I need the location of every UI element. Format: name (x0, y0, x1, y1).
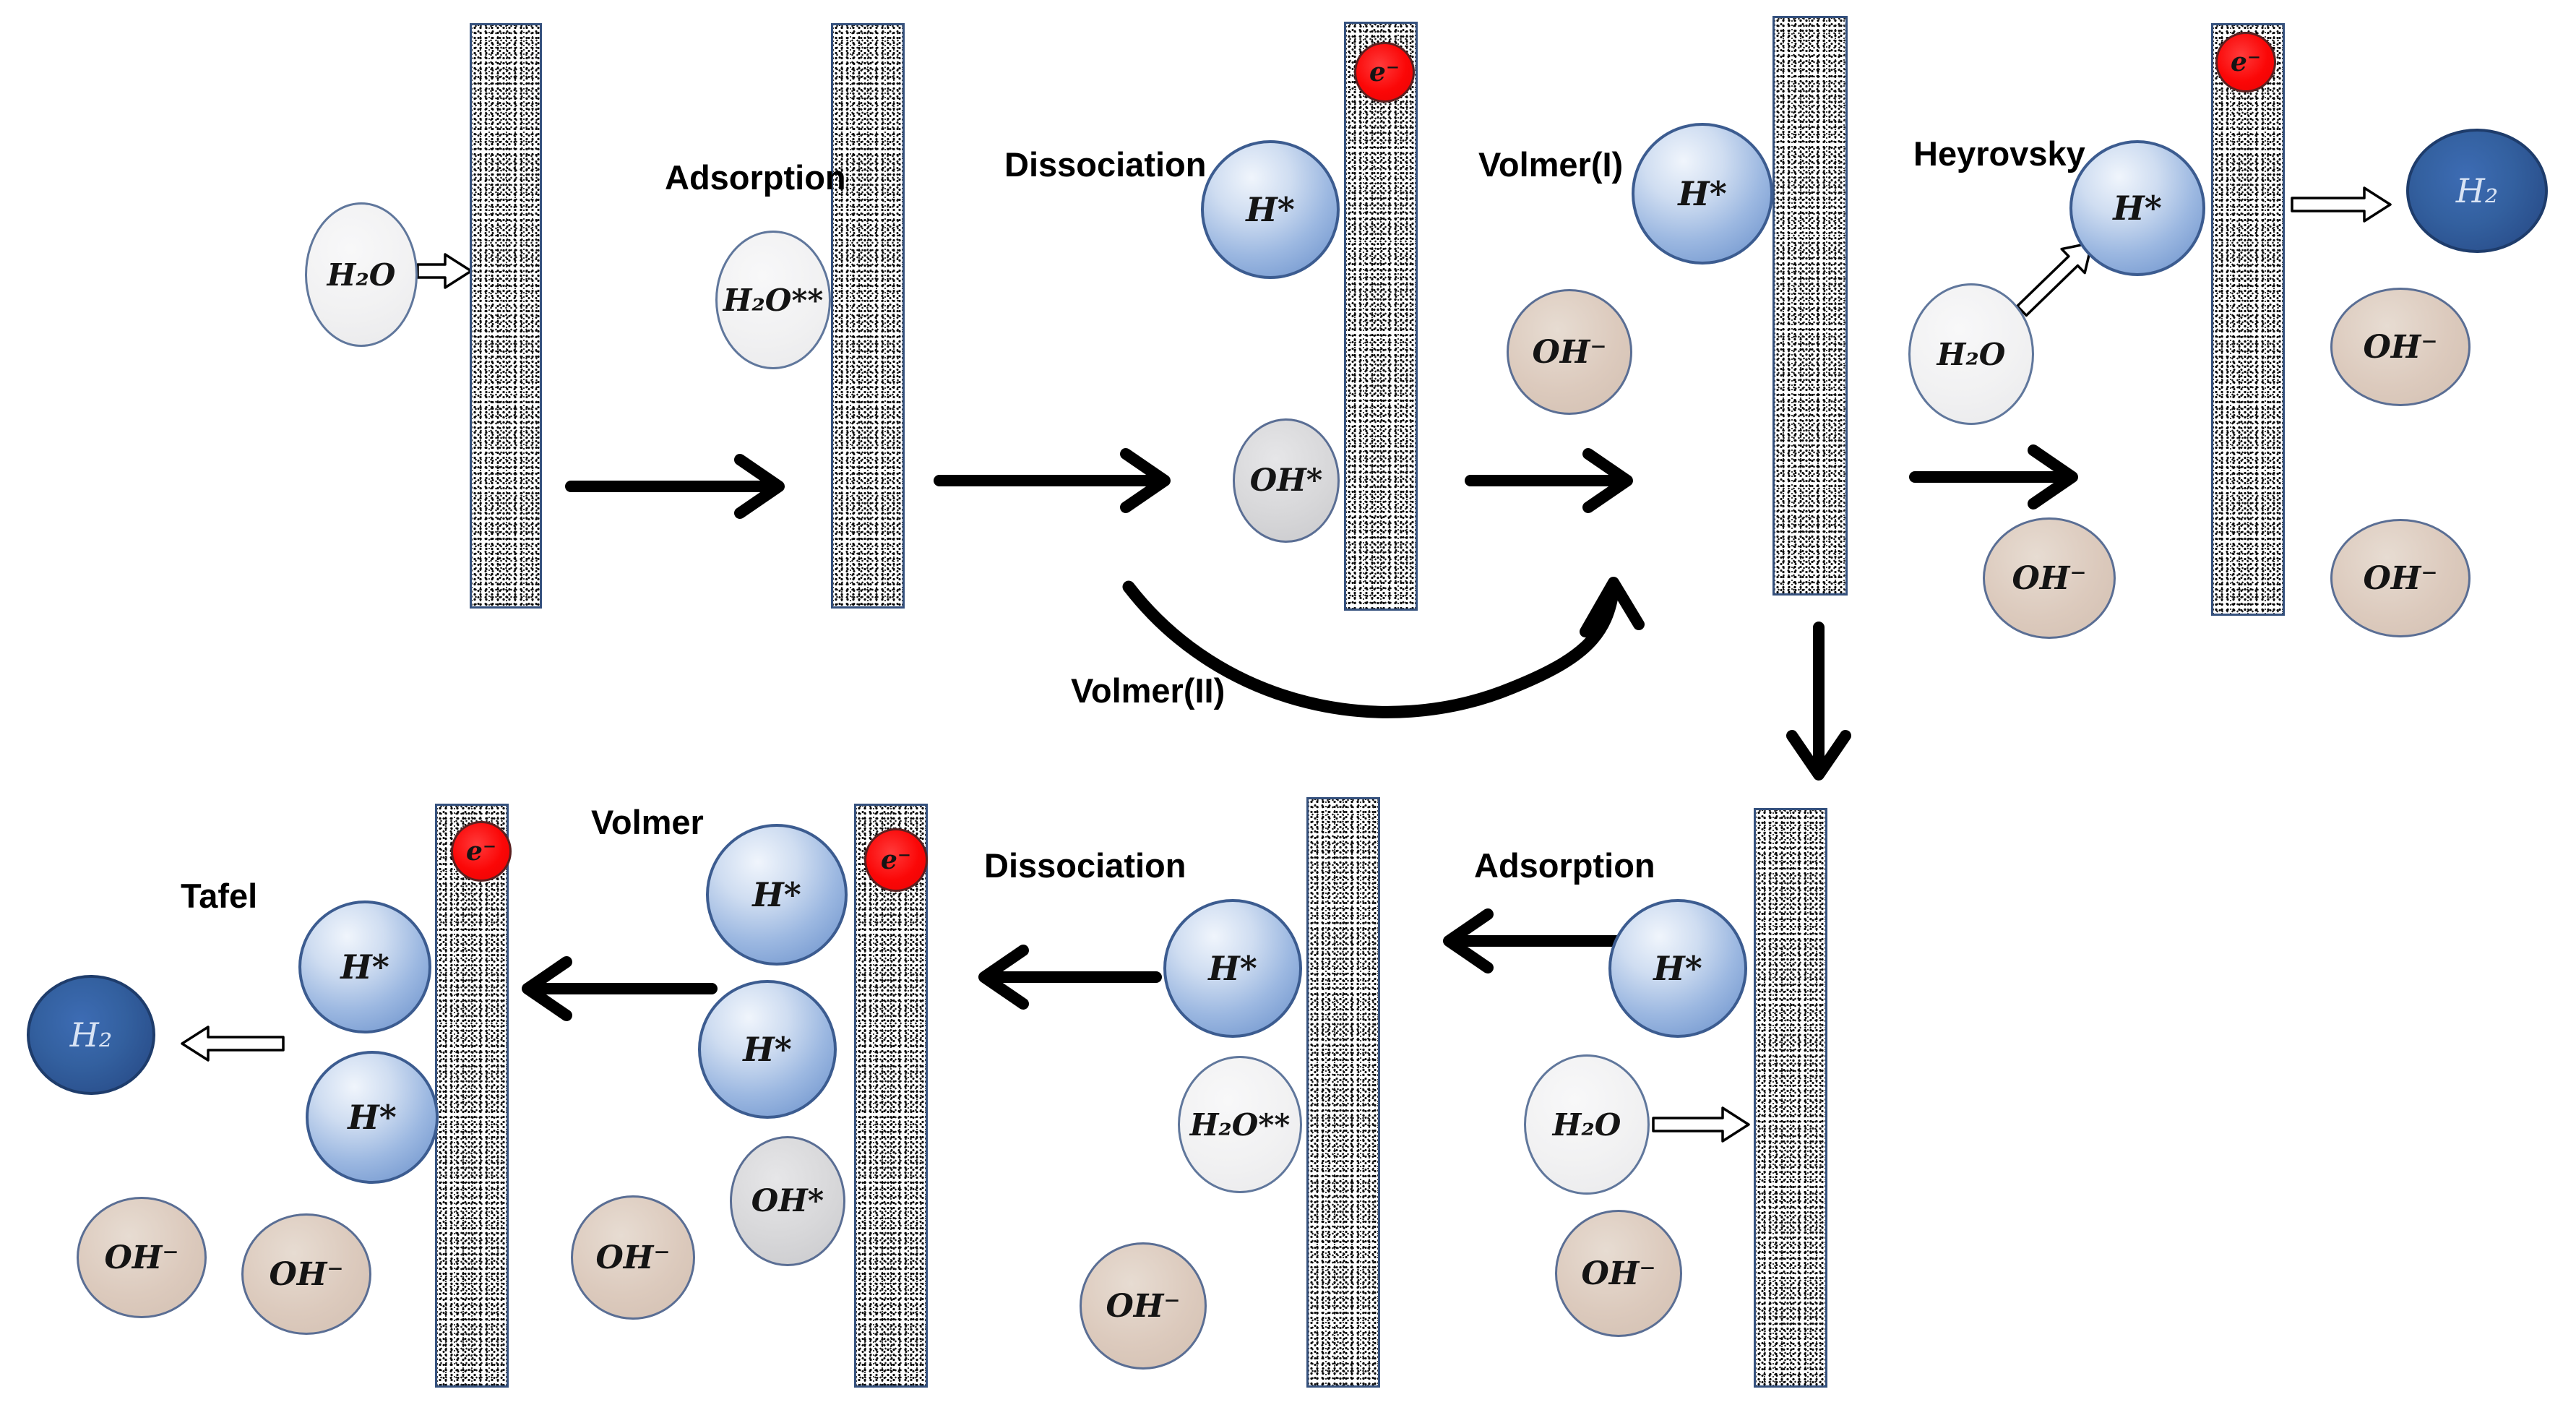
step-label-tafel: Tafel (181, 877, 258, 915)
electron-icon: e⁻ (1354, 42, 1415, 103)
molecule-h-volmer-bottom-2: H* (698, 980, 837, 1119)
open-arrow-h2o-into-electrode-top (416, 253, 473, 289)
molecule-h-dissociation-top: H* (1201, 140, 1340, 279)
molecule-oh-dissociation-bottom: OH⁻ (1080, 1242, 1207, 1370)
molecule-h-dissociation-bottom: H* (1163, 899, 1302, 1038)
molecule-h2o-adsorbed-top: H₂O** (715, 231, 831, 369)
step-label-volmer-2: Volmer(II) (1071, 671, 1225, 710)
molecule-h-adsorption-bottom: H* (1608, 899, 1747, 1038)
molecule-oh-dissociation-top: OH* (1233, 418, 1340, 543)
molecule-h2o-adsorbed-bottom: H₂O** (1178, 1056, 1302, 1193)
electrode-bar-bottom-3 (1306, 797, 1380, 1388)
open-arrow-h2o-to-h-heyrovsky (2015, 241, 2093, 317)
solid-arrow-head-volmer1-step (1582, 448, 1633, 513)
molecule-h2o-heyrovsky: H₂O (1908, 283, 2034, 425)
molecule-oh-heyrovsky: OH⁻ (1983, 517, 2116, 639)
electron-icon: e⁻ (2215, 32, 2276, 93)
molecule-h2o-feed-bottom: H₂O (1524, 1054, 1650, 1195)
step-label-dissociation-top: Dissociation (1004, 145, 1207, 184)
solid-arrow-head-to-bottom-row (1786, 730, 1851, 781)
electron-icon: e⁻ (451, 821, 512, 882)
solid-arrow-head-dissociation-step-bottom (978, 945, 1029, 1010)
electrode-bar-top-1 (470, 23, 542, 609)
electrode-bar-top-5 (2211, 23, 2285, 616)
molecule-h-volmer1: H* (1632, 123, 1773, 265)
solid-arrow-head-heyrovsky-step (2028, 444, 2078, 510)
step-label-dissociation-bottom: Dissociation (984, 846, 1186, 885)
molecule-h2-product-bottom: H₂ (27, 975, 155, 1095)
electron-icon: e⁻ (864, 828, 928, 892)
electrode-bar-bottom-4 (1754, 808, 1827, 1388)
molecule-h-volmer-bottom-1: H* (706, 824, 848, 966)
molecule-h-tafel-1: H* (298, 900, 431, 1033)
molecule-oh-ion-volmer-bottom: OH⁻ (571, 1195, 695, 1320)
curved-arrow-head-volmer2-bypass (1580, 577, 1645, 637)
solid-arrow-head-adsorption-step-top (734, 454, 785, 519)
open-arrow-h2o-into-electrode-bottom (1652, 1106, 1750, 1143)
molecule-h-heyrovsky: H* (2069, 140, 2205, 276)
electrode-bar-bottom-1 (435, 804, 509, 1388)
step-label-adsorption-top: Adsorption (665, 158, 846, 197)
electrode-bar-top-4 (1772, 16, 1848, 596)
solid-arrow-head-adsorption-step-bottom (1443, 908, 1494, 973)
open-arrow-h2-release-bottom (181, 1026, 285, 1062)
step-label-adsorption-bottom: Adsorption (1474, 846, 1655, 885)
molecule-oh-adsorption-bottom: OH⁻ (1555, 1210, 1682, 1337)
step-label-volmer-1: Volmer(I) (1478, 145, 1624, 184)
open-arrow-h2-release-top (2291, 186, 2392, 223)
molecule-oh-tafel-2: OH⁻ (241, 1213, 371, 1335)
molecule-oh-tafel-1: OH⁻ (77, 1197, 207, 1318)
electrode-bar-top-3 (1344, 22, 1418, 611)
molecule-oh-volmer-bottom: OH* (730, 1136, 845, 1266)
molecule-oh-out-top-2: OH⁻ (2330, 519, 2471, 637)
electrode-bar-top-2 (831, 23, 905, 609)
solid-arrow-head-volmer-step-bottom (522, 956, 572, 1021)
step-label-heyrovsky: Heyrovsky (1913, 134, 2085, 173)
molecule-oh-volmer1: OH⁻ (1507, 289, 1632, 415)
electrode-bar-bottom-2 (854, 804, 928, 1388)
molecule-h2o-feed-top: H₂O (305, 202, 418, 347)
molecule-h2-product-top: H₂ (2406, 129, 2548, 253)
solid-arrow-head-dissociation-step-top (1120, 448, 1171, 513)
molecule-oh-out-top-1: OH⁻ (2330, 288, 2471, 406)
step-label-volmer-bottom: Volmer (591, 803, 704, 841)
molecule-h-tafel-2: H* (306, 1051, 439, 1184)
